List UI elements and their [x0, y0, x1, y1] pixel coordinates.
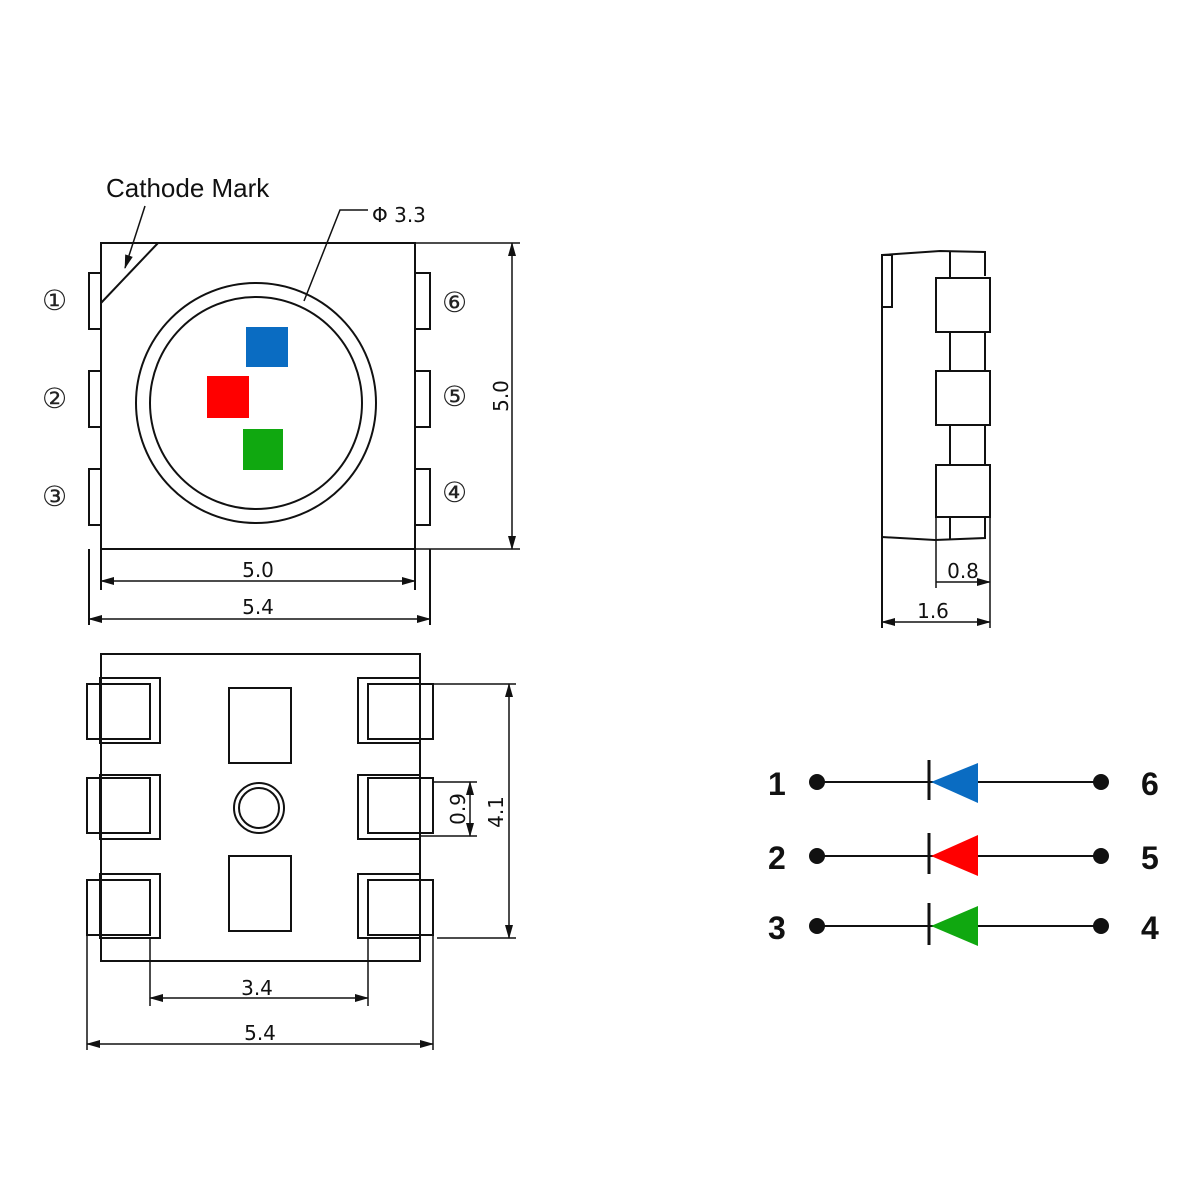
lens-leader — [303, 209, 368, 302]
schematic-row-green: 3 4 — [768, 903, 1159, 946]
pin-label-2: ② — [42, 382, 67, 415]
lead-pin-2 — [88, 370, 102, 428]
schematic-pin-2: 2 — [768, 840, 786, 876]
bottom-body — [100, 653, 421, 962]
cathode-mark-chamfer — [100, 242, 159, 304]
side-view: 0.8 1.6 — [881, 249, 991, 628]
lead-pin-1 — [88, 272, 102, 330]
pin-label-1: ① — [42, 284, 67, 317]
schematic-pin-6: 6 — [1141, 766, 1159, 802]
center-via-outer — [233, 782, 285, 834]
lens-inner-ring — [149, 296, 363, 510]
center-pad-top — [228, 687, 292, 764]
pad-height-dim-label: 0.9 — [446, 793, 470, 825]
schematic-row-red: 2 5 — [768, 833, 1159, 876]
pin-label-4: ④ — [442, 476, 467, 509]
lead-pin-3 — [88, 468, 102, 526]
side-lead-1 — [935, 277, 991, 333]
lead-dim-label: 0.8 — [947, 559, 979, 583]
pin-label-3: ③ — [42, 480, 67, 513]
center-via-inner — [238, 787, 280, 829]
green-led-diode-icon — [931, 906, 978, 946]
schematic-pin-1: 1 — [768, 766, 786, 802]
schematic-pin-3: 3 — [768, 910, 786, 946]
red-die — [207, 376, 249, 418]
schematic: 1 6 2 5 3 4 — [768, 760, 1159, 946]
lead-pin-4 — [414, 468, 431, 526]
thickness-dim-label: 1.6 — [917, 599, 949, 623]
overall-width-dim-label: 5.4 — [242, 595, 274, 619]
cathode-arrow — [124, 205, 146, 269]
top-view: Cathode Mark ① ② ③ ⑥ ⑤ ④ Φ 3.3 — [42, 173, 520, 625]
red-led-diode-icon — [931, 835, 978, 876]
side-lead-2 — [935, 370, 991, 426]
pin-label-5: ⑤ — [442, 380, 467, 413]
green-die — [243, 429, 283, 470]
bottom-view: 0.9 4.1 3.4 5.4 — [86, 653, 516, 1050]
lead-pin-6 — [414, 272, 431, 330]
body-width-dim-label: 5.0 — [242, 558, 274, 582]
bottom-width-dim-label: 5.4 — [244, 1021, 276, 1045]
side-lead-3 — [935, 464, 991, 518]
schematic-row-blue: 1 6 — [768, 760, 1159, 803]
blue-led-diode-icon — [931, 763, 978, 803]
height-dim-label: 5.0 — [489, 380, 513, 412]
schematic-pin-5: 5 — [1141, 840, 1159, 876]
package-body — [100, 242, 416, 550]
center-pad-bottom — [228, 855, 292, 932]
schematic-pin-4: 4 — [1141, 910, 1159, 946]
lens-diameter-label: Φ 3.3 — [372, 203, 426, 227]
pin-label-6: ⑥ — [442, 286, 467, 319]
cathode-mark-label: Cathode Mark — [106, 173, 270, 203]
blue-die — [246, 327, 288, 367]
lens-outer-ring — [135, 282, 377, 524]
pad-pitch-dim-label: 3.4 — [241, 976, 273, 1000]
pad-span-dim-label: 4.1 — [484, 796, 508, 828]
lead-pin-5 — [414, 370, 431, 428]
